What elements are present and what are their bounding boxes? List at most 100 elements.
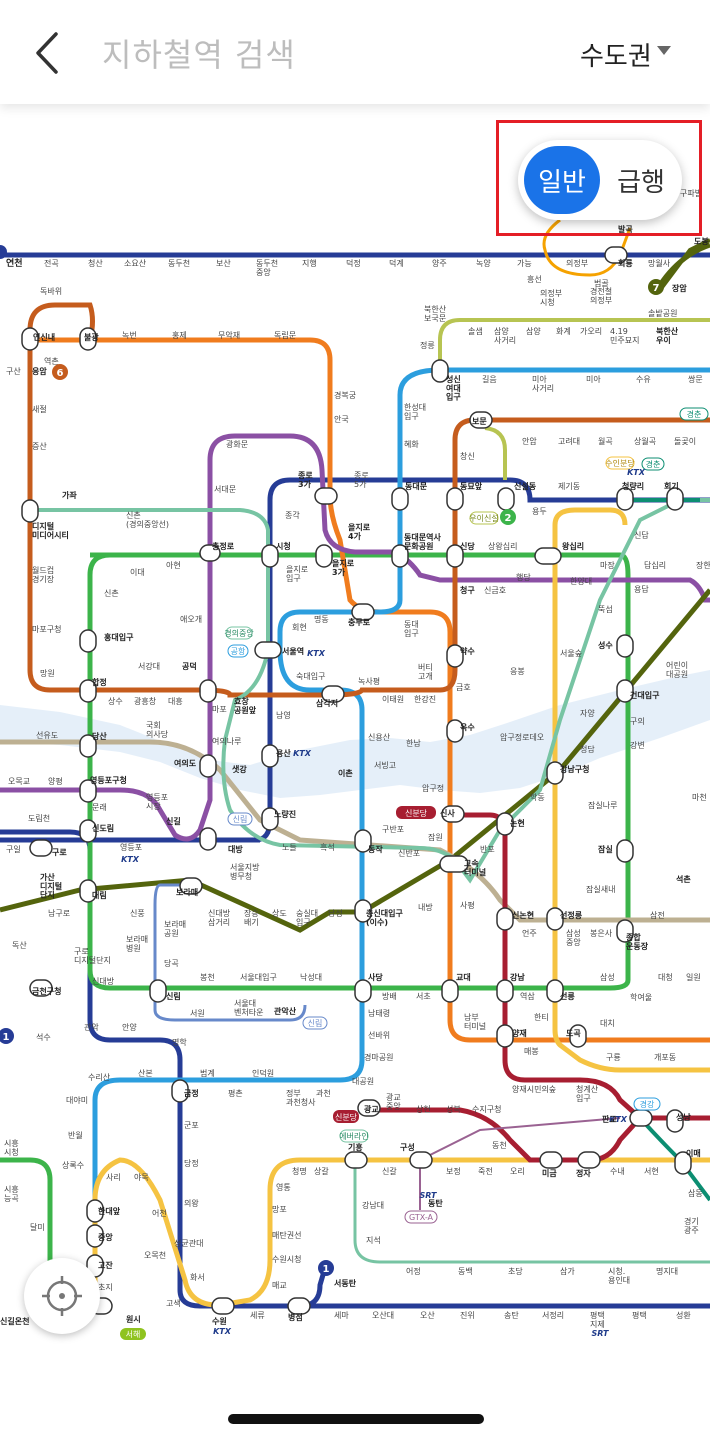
svg-text:평택: 평택 (632, 1310, 647, 1320)
svg-text:안국: 안국 (334, 414, 349, 424)
svg-text:구의: 구의 (630, 716, 645, 726)
svg-text:한양대: 한양대 (570, 577, 592, 586)
line-5 (0, 433, 710, 842)
svg-text:장암: 장암 (672, 283, 687, 293)
page-title[interactable]: 지하철역 검색 (102, 36, 296, 74)
svg-text:KTX: KTX (293, 749, 312, 758)
express-mode-button[interactable]: 급행 (617, 167, 665, 198)
svg-text:공덕: 공덕 (182, 661, 197, 671)
svg-text:정자: 정자 (576, 1168, 591, 1178)
svg-text:전곡: 전곡 (44, 258, 59, 268)
svg-text:어정: 어정 (406, 1266, 421, 1276)
svg-text:노량진: 노량진 (274, 809, 296, 819)
svg-text:1: 1 (323, 1264, 330, 1275)
svg-text:상도: 상도 (272, 908, 287, 918)
back-arrow-icon[interactable] (28, 30, 68, 76)
svg-text:대흥: 대흥 (168, 696, 183, 706)
svg-text:자양: 자양 (580, 709, 595, 718)
svg-text:당곡: 당곡 (164, 958, 179, 968)
svg-text:에버라인: 에버라인 (339, 1131, 368, 1141)
svg-text:사리: 사리 (106, 1173, 121, 1182)
svg-text:신용산: 신용산 (368, 732, 391, 742)
svg-text:당정: 당정 (184, 1158, 199, 1168)
svg-text:용두: 용두 (532, 507, 547, 516)
subway-map[interactable]: 6 7 2 1 1 신분당 신분당 우이신설 경춘 경춘 경의중앙 공항 신림 … (0, 104, 710, 1440)
svg-text:독립문: 독립문 (274, 331, 296, 340)
svg-text:옥수: 옥수 (460, 722, 475, 732)
svg-text:아현: 아현 (166, 560, 181, 570)
rail-tags: KTX KTX KTX KTX KTX KTX SRT SRT (121, 468, 646, 1338)
svg-text:반월: 반월 (68, 1130, 83, 1140)
svg-text:혜화: 혜화 (404, 440, 419, 449)
svg-text:삼가: 삼가 (560, 1266, 575, 1276)
svg-text:화서: 화서 (190, 1273, 205, 1282)
svg-text:도봉: 도봉 (694, 236, 709, 246)
svg-text:학여울: 학여울 (630, 992, 652, 1002)
svg-text:과천: 과천 (316, 1088, 331, 1098)
svg-text:총신대입구(이수): 총신대입구(이수) (366, 908, 403, 927)
locate-crosshair-icon[interactable] (24, 1258, 100, 1334)
svg-text:수지구청: 수지구청 (472, 1105, 501, 1114)
svg-text:충무로: 충무로 (348, 617, 371, 627)
svg-text:양평: 양평 (48, 776, 63, 786)
svg-text:회룡: 회룡 (618, 258, 633, 268)
svg-text:평촌: 평촌 (228, 1088, 243, 1098)
svg-text:가능: 가능 (517, 259, 532, 268)
svg-text:마천: 마천 (692, 792, 707, 802)
normal-mode-button[interactable]: 일반 (524, 146, 600, 214)
caret-down-icon[interactable] (657, 46, 671, 55)
svg-text:KTX: KTX (627, 468, 646, 477)
svg-text:서대문: 서대문 (214, 485, 236, 494)
svg-text:성복: 성복 (446, 1105, 461, 1114)
svg-text:서현: 서현 (644, 1167, 659, 1176)
mode-toggle[interactable]: 일반 급행 (518, 140, 682, 220)
svg-text:석수: 석수 (36, 1032, 51, 1042)
svg-text:회현: 회현 (292, 623, 307, 632)
line-sillim (153, 883, 307, 1022)
top-bar: 지하철역 검색 수도권 (0, 0, 710, 104)
svg-text:창신: 창신 (460, 452, 475, 461)
svg-text:고색: 고색 (166, 1298, 181, 1308)
region-selector[interactable]: 수도권 (580, 42, 652, 72)
svg-text:광흥창: 광흥창 (134, 696, 157, 706)
svg-text:남구로: 남구로 (48, 909, 70, 918)
svg-text:명지대: 명지대 (656, 1266, 678, 1276)
svg-text:수인분당: 수인분당 (605, 458, 635, 468)
locate-button[interactable] (24, 1258, 100, 1334)
svg-text:신당: 신당 (460, 541, 475, 551)
svg-text:교대: 교대 (456, 972, 471, 982)
svg-text:산본: 산본 (138, 1068, 153, 1078)
svg-text:금호: 금호 (456, 683, 471, 692)
svg-text:오목천: 오목천 (144, 1250, 166, 1260)
svg-text:범계: 범계 (200, 1068, 215, 1078)
svg-text:용산: 용산 (276, 748, 291, 758)
station-markers[interactable] (21, 246, 692, 1315)
svg-text:2: 2 (505, 513, 512, 524)
svg-text:마장: 마장 (600, 560, 615, 570)
line-2 (0, 552, 631, 1306)
svg-text:오목교: 오목교 (8, 777, 30, 786)
svg-text:잠실나루: 잠실나루 (588, 800, 617, 810)
svg-text:구산: 구산 (6, 366, 21, 376)
svg-text:신길온천: 신길온천 (0, 1316, 29, 1326)
svg-text:매탄권선: 매탄권선 (272, 1230, 301, 1240)
svg-text:선바위: 선바위 (368, 1030, 390, 1040)
svg-text:대야미: 대야미 (66, 1095, 88, 1105)
svg-text:방배: 방배 (382, 991, 397, 1001)
svg-text:연천: 연천 (6, 258, 23, 269)
svg-text:양재: 양재 (512, 1028, 527, 1038)
svg-text:삼전: 삼전 (650, 910, 665, 920)
svg-text:강남대: 강남대 (362, 1200, 384, 1210)
svg-text:반포: 반포 (480, 845, 495, 854)
